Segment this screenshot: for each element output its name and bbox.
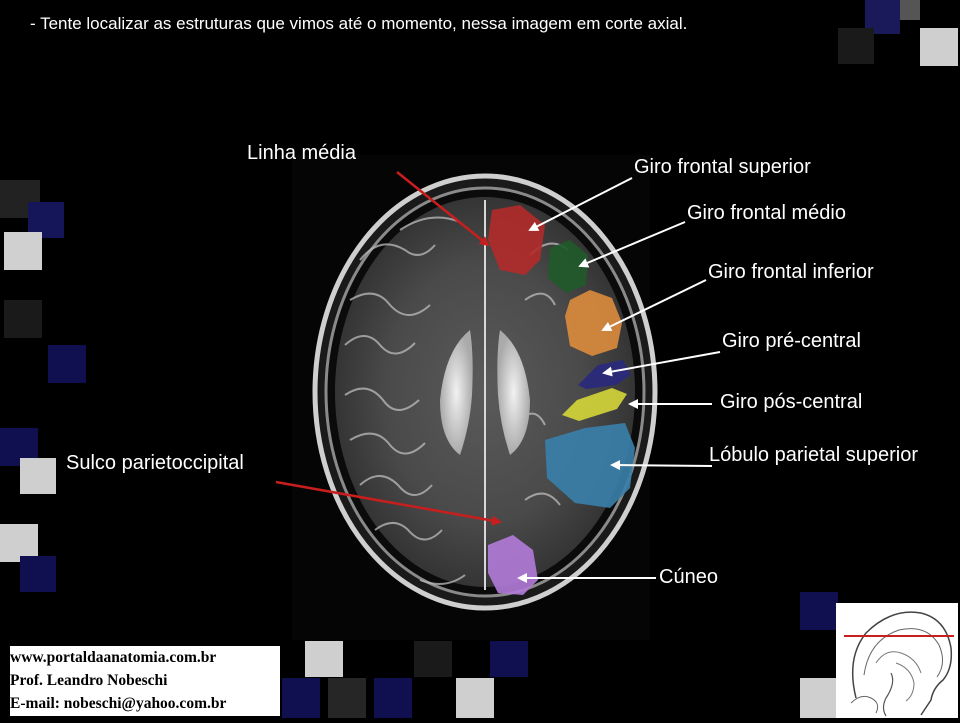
right-lateral-ventricle xyxy=(497,330,530,455)
arrow-sulco-parietoccipital xyxy=(275,480,502,526)
left-lateral-ventricle xyxy=(440,330,473,455)
decor-square xyxy=(920,28,958,66)
label-linha-media: Linha média xyxy=(247,142,356,164)
decor-square xyxy=(20,458,56,494)
gyri-texture xyxy=(344,216,569,585)
decor-square xyxy=(900,0,920,20)
decor-square xyxy=(800,678,836,718)
decor-square xyxy=(305,641,343,677)
arrow-giro-pre-central xyxy=(602,351,721,377)
label-giro-frontal-medio: Giro frontal médio xyxy=(687,202,846,224)
arrow-lobulo-parietal-superior xyxy=(610,460,713,471)
decor-square xyxy=(4,300,42,338)
decor-square xyxy=(414,641,452,677)
decor-square xyxy=(328,678,366,718)
label-giro-pos-central: Giro pós-central xyxy=(720,391,863,413)
region-giro-frontal-inferior xyxy=(565,290,622,356)
decor-square xyxy=(838,28,874,64)
decor-square xyxy=(4,232,42,270)
decor-square xyxy=(800,592,838,630)
region-lobulo-parietal-superior xyxy=(545,423,635,508)
footer-email: E-mail: nobeschi@yahoo.com.br xyxy=(10,695,227,712)
instruction-text: - Tente localizar as estruturas que vimo… xyxy=(30,14,688,33)
decor-square xyxy=(282,678,320,718)
label-giro-frontal-inferior: Giro frontal inferior xyxy=(708,261,874,283)
label-lobulo-parietal-superior: Lóbulo parietal superior xyxy=(709,444,919,466)
arrow-giro-frontal-medio xyxy=(578,221,686,268)
label-giro-frontal-superior: Giro frontal superior xyxy=(634,156,811,178)
label-giro-pre-central: Giro pré-central xyxy=(722,330,861,352)
label-cuneo: Cúneo xyxy=(659,566,718,588)
sagittal-head-sketch xyxy=(844,611,954,717)
decor-square xyxy=(374,678,412,718)
arrow-giro-frontal-superior xyxy=(528,177,633,231)
arrow-linha-media xyxy=(396,171,490,247)
footer-author: Prof. Leandro Nobeschi xyxy=(10,672,168,689)
label-sulco-parietoccipital: Sulco parietoccipital xyxy=(66,452,244,474)
sagittal-reference-thumbnail xyxy=(836,603,958,718)
decor-square xyxy=(490,641,528,677)
decor-square xyxy=(48,345,86,383)
footer-site: www.portaldaanatomia.com.br xyxy=(10,649,217,666)
decor-square xyxy=(20,556,56,592)
footer-credits: www.portaldaanatomia.com.br Prof. Leandr… xyxy=(10,646,280,716)
decor-square xyxy=(0,524,38,562)
region-giro-frontal-medio xyxy=(548,240,588,293)
arrow-giro-frontal-inferior xyxy=(601,279,707,332)
region-giro-pos-central xyxy=(562,388,627,421)
decor-square xyxy=(456,678,494,718)
